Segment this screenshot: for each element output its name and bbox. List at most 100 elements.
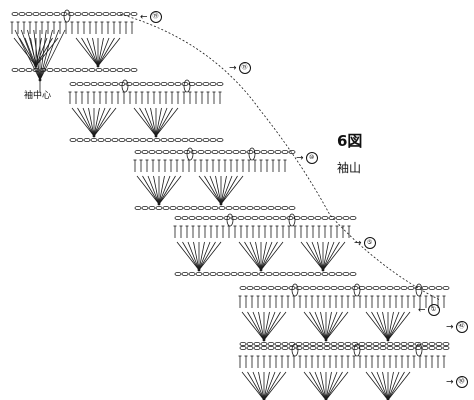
chain-stitch xyxy=(316,345,324,350)
row-marker-42: →㊷ xyxy=(446,321,468,333)
chain-stitch xyxy=(169,205,177,210)
chain-stitch xyxy=(167,137,175,142)
chain-stitch xyxy=(216,82,224,87)
chain-stitch xyxy=(139,137,147,142)
chain-stitch xyxy=(209,82,217,87)
chain-stitch xyxy=(272,215,280,220)
chain-stitch xyxy=(195,215,203,220)
chain-stitch xyxy=(237,215,245,220)
chain-stitch xyxy=(195,271,203,276)
row-marker-number: ㊿ xyxy=(455,376,468,388)
fan-cluster xyxy=(97,37,115,67)
fan-cluster xyxy=(325,311,332,341)
fan-cluster xyxy=(320,371,327,400)
chain-stitch xyxy=(372,285,380,290)
fan-cluster xyxy=(187,241,200,271)
fan-base xyxy=(154,134,158,138)
fan-cluster xyxy=(144,107,157,137)
fan-cluster xyxy=(24,37,37,67)
chain-stitch xyxy=(195,82,203,87)
fan-cluster xyxy=(241,311,265,341)
chain-stitch xyxy=(281,285,289,290)
fan-cluster xyxy=(39,29,66,81)
chain-stitch xyxy=(323,285,331,290)
chain-stitch xyxy=(400,341,408,346)
fan-cluster xyxy=(387,371,405,400)
chain-stitch xyxy=(246,341,254,346)
chain-stitch xyxy=(97,137,105,142)
chain-stitch xyxy=(95,11,103,16)
fan-cluster xyxy=(387,371,411,400)
fan-cluster xyxy=(155,107,179,137)
chain-stitch xyxy=(162,149,170,154)
chain-stitch xyxy=(239,285,247,290)
picot-loop xyxy=(248,147,256,161)
fan-cluster xyxy=(325,371,332,400)
chain-stitch xyxy=(167,82,175,87)
chain-stitch xyxy=(267,149,275,154)
fan-cluster xyxy=(241,371,265,400)
fan-cluster xyxy=(13,37,37,67)
row-marker-arrow: ← xyxy=(140,12,148,23)
chain-stitch xyxy=(162,205,170,210)
chain-stitch xyxy=(197,205,205,210)
chain-stitch xyxy=(316,341,324,346)
chain-stitch xyxy=(190,149,198,154)
chain-stitch xyxy=(134,149,142,154)
chain-stitch xyxy=(435,285,443,290)
chain-stitch xyxy=(337,285,345,290)
row-marker-10: →⑩ xyxy=(296,152,318,164)
chain-stitch xyxy=(81,68,89,73)
chain-stitch xyxy=(244,271,252,276)
chain-stitch xyxy=(279,271,287,276)
chain-stitch xyxy=(372,341,380,346)
chain-stitch xyxy=(267,205,275,210)
chain-stitch xyxy=(109,68,117,73)
row-marker-arrow: → xyxy=(296,153,304,164)
fan-cluster xyxy=(376,371,389,400)
chain-stitch xyxy=(316,285,324,290)
chain-stitch xyxy=(67,68,75,73)
chain-stitch xyxy=(188,82,196,87)
chain-stitch xyxy=(174,82,182,87)
chain-stitch xyxy=(155,149,163,154)
chain-stitch xyxy=(239,345,247,350)
chain-stitch xyxy=(253,205,261,210)
fan-cluster xyxy=(81,37,99,67)
fan-cluster xyxy=(258,371,265,400)
chain-stitch xyxy=(146,82,154,87)
fan-cluster xyxy=(365,371,389,400)
chain-stitch xyxy=(190,205,198,210)
chain-stitch xyxy=(337,341,345,346)
chain-stitch xyxy=(11,68,19,73)
chain-stitch xyxy=(251,271,259,276)
chain-stitch xyxy=(181,271,189,276)
chain-stitch xyxy=(83,82,91,87)
fan-cluster xyxy=(158,175,182,205)
row-marker-arrow: → xyxy=(446,377,454,388)
fan-cluster xyxy=(322,241,329,271)
fan-cluster xyxy=(325,371,343,400)
chain-stitch xyxy=(421,341,429,346)
chain-stitch xyxy=(323,341,331,346)
sleeve-cap-edge xyxy=(119,13,441,301)
fan-cluster xyxy=(387,311,405,341)
picot-loop xyxy=(121,79,129,93)
chain-stitch xyxy=(414,341,422,346)
row-marker-15: →⑮ xyxy=(229,62,251,74)
fan-cluster xyxy=(325,311,349,341)
figure-title: 6図 xyxy=(337,132,363,150)
chain-stitch xyxy=(176,205,184,210)
chain-stitch xyxy=(109,11,117,16)
chain-stitch xyxy=(386,285,394,290)
fan-cluster xyxy=(260,241,267,271)
chain-stitch xyxy=(295,345,303,350)
chain-stitch xyxy=(90,82,98,87)
chain-stitch xyxy=(211,149,219,154)
chain-stitch xyxy=(400,285,408,290)
fan-cluster xyxy=(325,371,338,400)
chain-stitch xyxy=(25,11,33,16)
row-marker-5: →⑤ xyxy=(354,237,376,249)
chain-stitch xyxy=(104,82,112,87)
chain-stitch xyxy=(83,137,91,142)
